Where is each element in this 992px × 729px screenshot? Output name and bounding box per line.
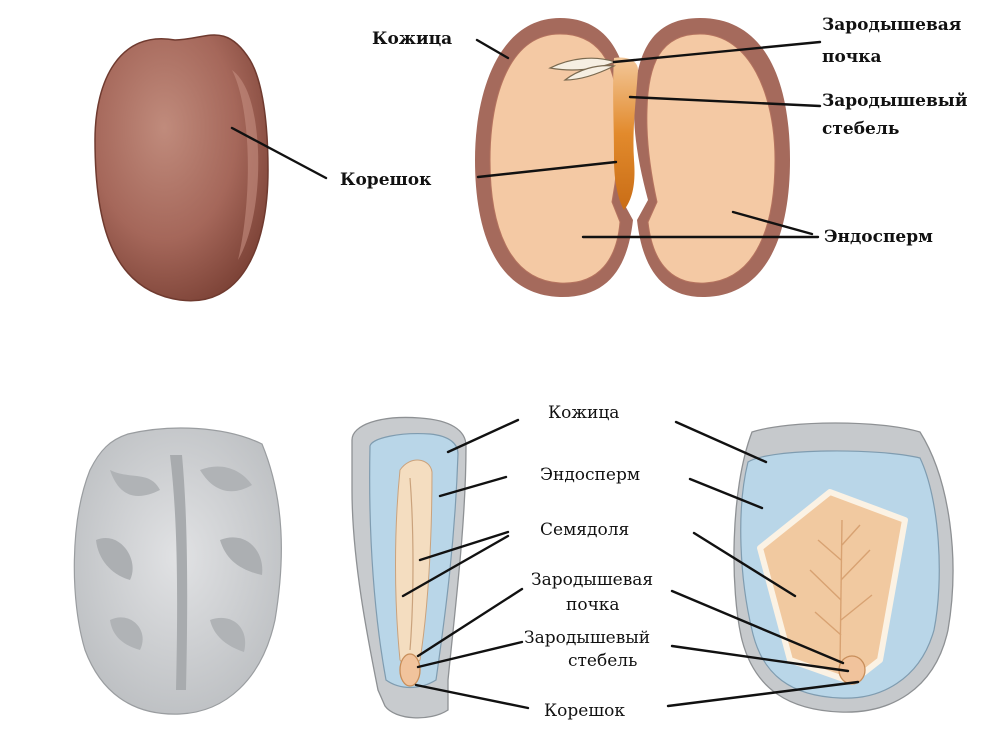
- grain-front-section: [734, 423, 953, 712]
- bot-label-cotyledon: Семядоля: [540, 520, 629, 540]
- bot-label-root: Корешок: [544, 701, 625, 721]
- bot-label-bud-1: Зародышевая: [531, 570, 653, 590]
- top-label-endosperm: Эндосперм: [824, 227, 933, 247]
- bot-label-bud-2: почка: [566, 595, 620, 615]
- whole-bean: [95, 35, 268, 301]
- top-label-stem-2: стебель: [822, 119, 899, 139]
- top-label-skin: Кожица: [372, 29, 452, 49]
- grain-side-section: [352, 417, 466, 717]
- bot-label-stem-1: Зародышевый: [524, 628, 650, 648]
- top-label-bud-2: почка: [822, 47, 882, 67]
- top-label-root: Корешок: [340, 170, 432, 190]
- top-label-bud-1: Зародышевая: [822, 15, 961, 35]
- bean-embryo: [613, 58, 638, 211]
- side-embryo: [400, 654, 420, 686]
- bot-label-skin: Кожица: [548, 403, 619, 423]
- bot-label-stem-2: стебель: [568, 651, 637, 671]
- whole-grain: [74, 428, 281, 714]
- top-label-stem-1: Зародышевый: [822, 91, 968, 111]
- bot-label-endosperm: Эндосперм: [540, 465, 640, 485]
